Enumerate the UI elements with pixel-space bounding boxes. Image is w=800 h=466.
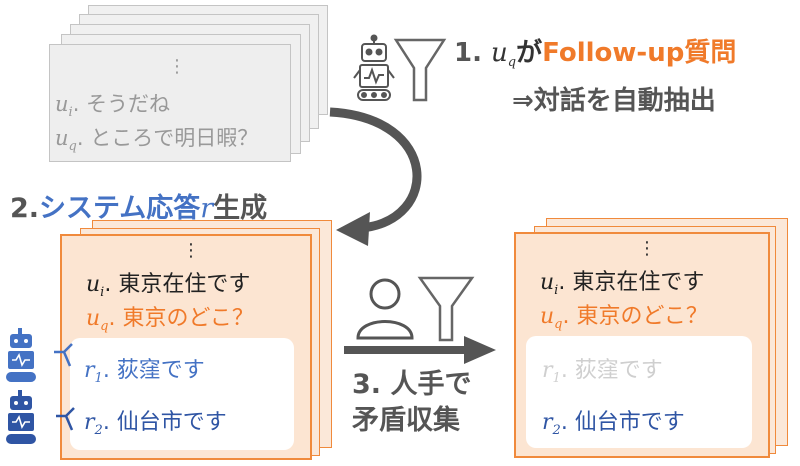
step1-heading: 1. uqがFollow-up質問 xyxy=(454,38,737,70)
filter-funnel-icon xyxy=(393,38,447,102)
right-utterance-ui: ui. 東京在住です xyxy=(540,270,705,298)
robot-icon xyxy=(6,390,75,444)
response-box xyxy=(70,338,294,450)
step1-subheading: ⇒対話を自動抽出 xyxy=(512,86,716,116)
step2-heading: 2.システム応答r生成 xyxy=(10,193,268,224)
response-box xyxy=(526,336,752,448)
step3-heading-line2: 矛盾収集 xyxy=(352,405,460,436)
right-response-r1-faded: r1. 荻窪です xyxy=(542,358,663,386)
left-response-r2: r2. 仙台市です xyxy=(84,410,227,438)
right-utterance-uq: uq. 東京のどこ？ xyxy=(540,304,708,332)
left-utterance-uq: uq. 東京のどこ？ xyxy=(86,306,254,334)
robot-icon xyxy=(353,34,395,101)
ellipsis: ⋮ xyxy=(168,56,186,77)
utterance-ui: ui. そうだね xyxy=(55,92,171,120)
ellipsis: ⋮ xyxy=(638,238,656,259)
right-response-r2: r2. 仙台市です xyxy=(542,410,685,438)
robot-icon xyxy=(6,328,73,382)
follow-up-highlight: Follow-up質問 xyxy=(542,38,737,68)
left-utterance-ui: ui. 東京在住です xyxy=(86,272,251,300)
ellipsis: ⋮ xyxy=(182,240,200,261)
utterance-uq: uq. ところで明日暇？ xyxy=(55,126,259,154)
dialogue-sheet-front xyxy=(49,44,291,162)
curved-arrow xyxy=(329,107,422,246)
filter-funnel-icon xyxy=(417,276,475,342)
right-arrow xyxy=(344,336,496,364)
step3-heading-line1: 3. 人手で xyxy=(352,369,472,400)
left-response-r1: r1. 荻窪です xyxy=(84,358,205,386)
person-icon xyxy=(356,278,414,340)
